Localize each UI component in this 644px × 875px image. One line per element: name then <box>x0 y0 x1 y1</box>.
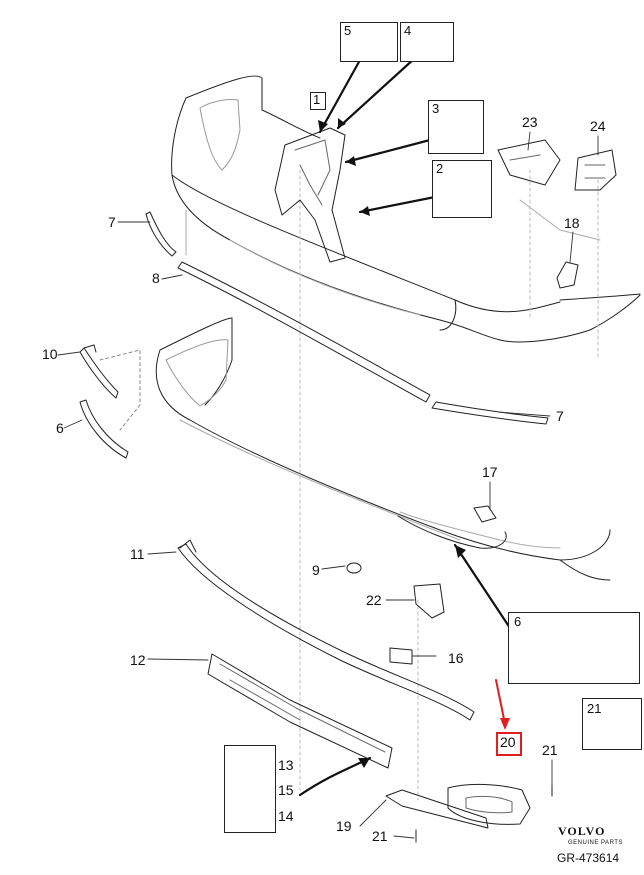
bumper-cover-lower <box>155 317 611 581</box>
callout-box-part-2[interactable] <box>432 160 492 218</box>
part-label-12[interactable]: 12 <box>130 652 146 668</box>
callout-number-6: 6 <box>514 614 522 629</box>
callout-box-part-1[interactable] <box>310 92 326 110</box>
part-label-23[interactable]: 23 <box>522 114 538 130</box>
callout-number-3: 3 <box>432 101 440 116</box>
part-label-24[interactable]: 24 <box>590 118 606 134</box>
callout-number-4: 4 <box>404 23 412 38</box>
trim-strip-part-7-lower <box>431 401 549 425</box>
genuine-parts-label: GENUINE PARTS <box>568 840 623 846</box>
bracket-part-19 <box>385 789 489 829</box>
trim-strip-part-7-upper <box>145 211 177 257</box>
part-label-9[interactable]: 9 <box>312 562 320 578</box>
reflector-part-10 <box>79 344 119 399</box>
callout-box-parts-13-15-14[interactable] <box>224 745 276 833</box>
diagram-reference: GR-473614 <box>557 851 620 865</box>
part-label-15[interactable]: 15 <box>278 782 294 798</box>
callout-box-part-5[interactable] <box>340 22 398 62</box>
callout-box-part-21[interactable] <box>582 698 642 750</box>
callout-box-part-3[interactable] <box>428 100 484 154</box>
callout-number-5: 5 <box>344 23 352 38</box>
lamp-housing-part-20 <box>447 783 531 825</box>
part-label-21-right[interactable]: 21 <box>542 742 558 758</box>
lower-strip-part-11 <box>177 539 475 721</box>
skid-plate-part-12 <box>207 653 393 769</box>
volvo-logo: VOLVO <box>558 824 606 838</box>
callout-number-21-box: 21 <box>587 701 602 716</box>
bracket-part-18 <box>556 261 579 289</box>
part-label-7-lower[interactable]: 7 <box>556 408 564 424</box>
bracket-part-24 <box>574 149 617 191</box>
part-label-7-upper[interactable]: 7 <box>108 214 116 230</box>
part-label-14[interactable]: 14 <box>278 808 294 824</box>
part-label-22[interactable]: 22 <box>366 592 382 608</box>
part-label-20[interactable]: 20 <box>500 734 516 750</box>
bumper-cover-upper <box>171 75 641 343</box>
cap-part-9 <box>346 562 362 574</box>
part-label-13[interactable]: 13 <box>278 757 294 773</box>
reflector-part-6-left <box>79 399 129 459</box>
callout-box-part-6[interactable] <box>508 612 640 684</box>
part-label-6-left[interactable]: 6 <box>56 420 64 436</box>
part-label-10[interactable]: 10 <box>42 346 58 362</box>
part-label-8[interactable]: 8 <box>152 270 160 286</box>
callout-number-2: 2 <box>436 161 444 176</box>
bracket-part-23 <box>497 139 561 186</box>
part-label-19[interactable]: 19 <box>336 818 352 834</box>
highlight-box-part-20[interactable] <box>496 732 522 756</box>
bracket-part-1 <box>274 127 346 263</box>
part-label-16[interactable]: 16 <box>448 650 464 666</box>
part-label-17[interactable]: 17 <box>482 464 498 480</box>
part-label-11[interactable]: 11 <box>130 546 145 562</box>
strip-part-8 <box>177 261 431 403</box>
part-label-18[interactable]: 18 <box>564 215 580 231</box>
bracket-part-22 <box>413 583 445 619</box>
callout-number-1: 1 <box>313 92 321 107</box>
clip-part-17 <box>473 505 497 523</box>
part-label-21-lower[interactable]: 21 <box>372 828 388 844</box>
callout-box-part-4[interactable] <box>400 22 454 62</box>
clip-part-16 <box>389 647 413 665</box>
